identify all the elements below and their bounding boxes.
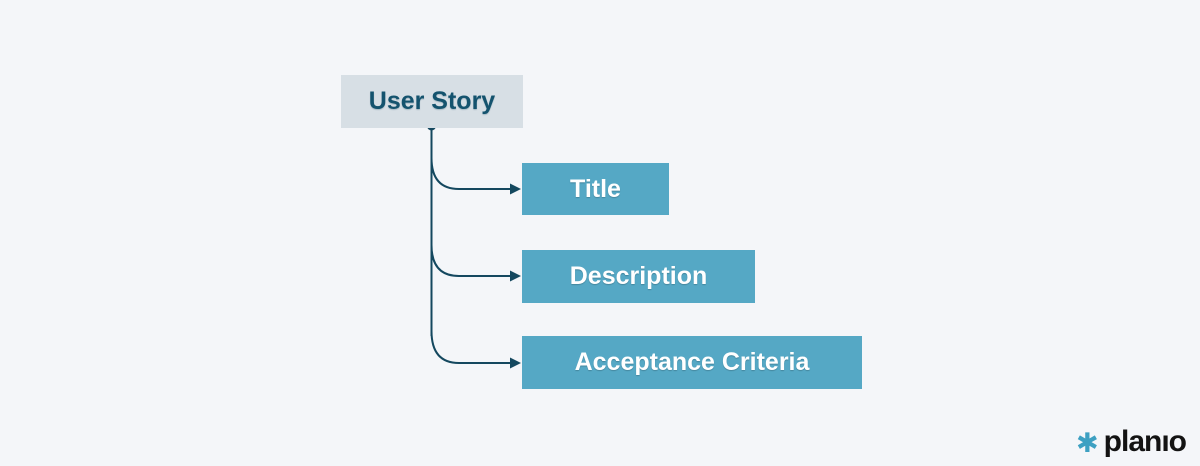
- planio-logo: ✱ planıo: [1076, 425, 1187, 459]
- node-title-label: Title: [570, 174, 621, 203]
- asterisk-icon: ✱: [1076, 427, 1099, 459]
- node-acceptance-criteria-label: Acceptance Criteria: [574, 348, 810, 376]
- node-user-story: User Story: [341, 75, 523, 128]
- planio-logo-text: planıo: [1103, 425, 1187, 458]
- node-description: Description: [522, 250, 755, 303]
- node-user-story-label: User Story: [368, 87, 496, 115]
- node-description-label: Description: [569, 262, 708, 290]
- node-title: Title: [522, 163, 669, 215]
- node-acceptance-criteria: Acceptance Criteria: [522, 336, 862, 389]
